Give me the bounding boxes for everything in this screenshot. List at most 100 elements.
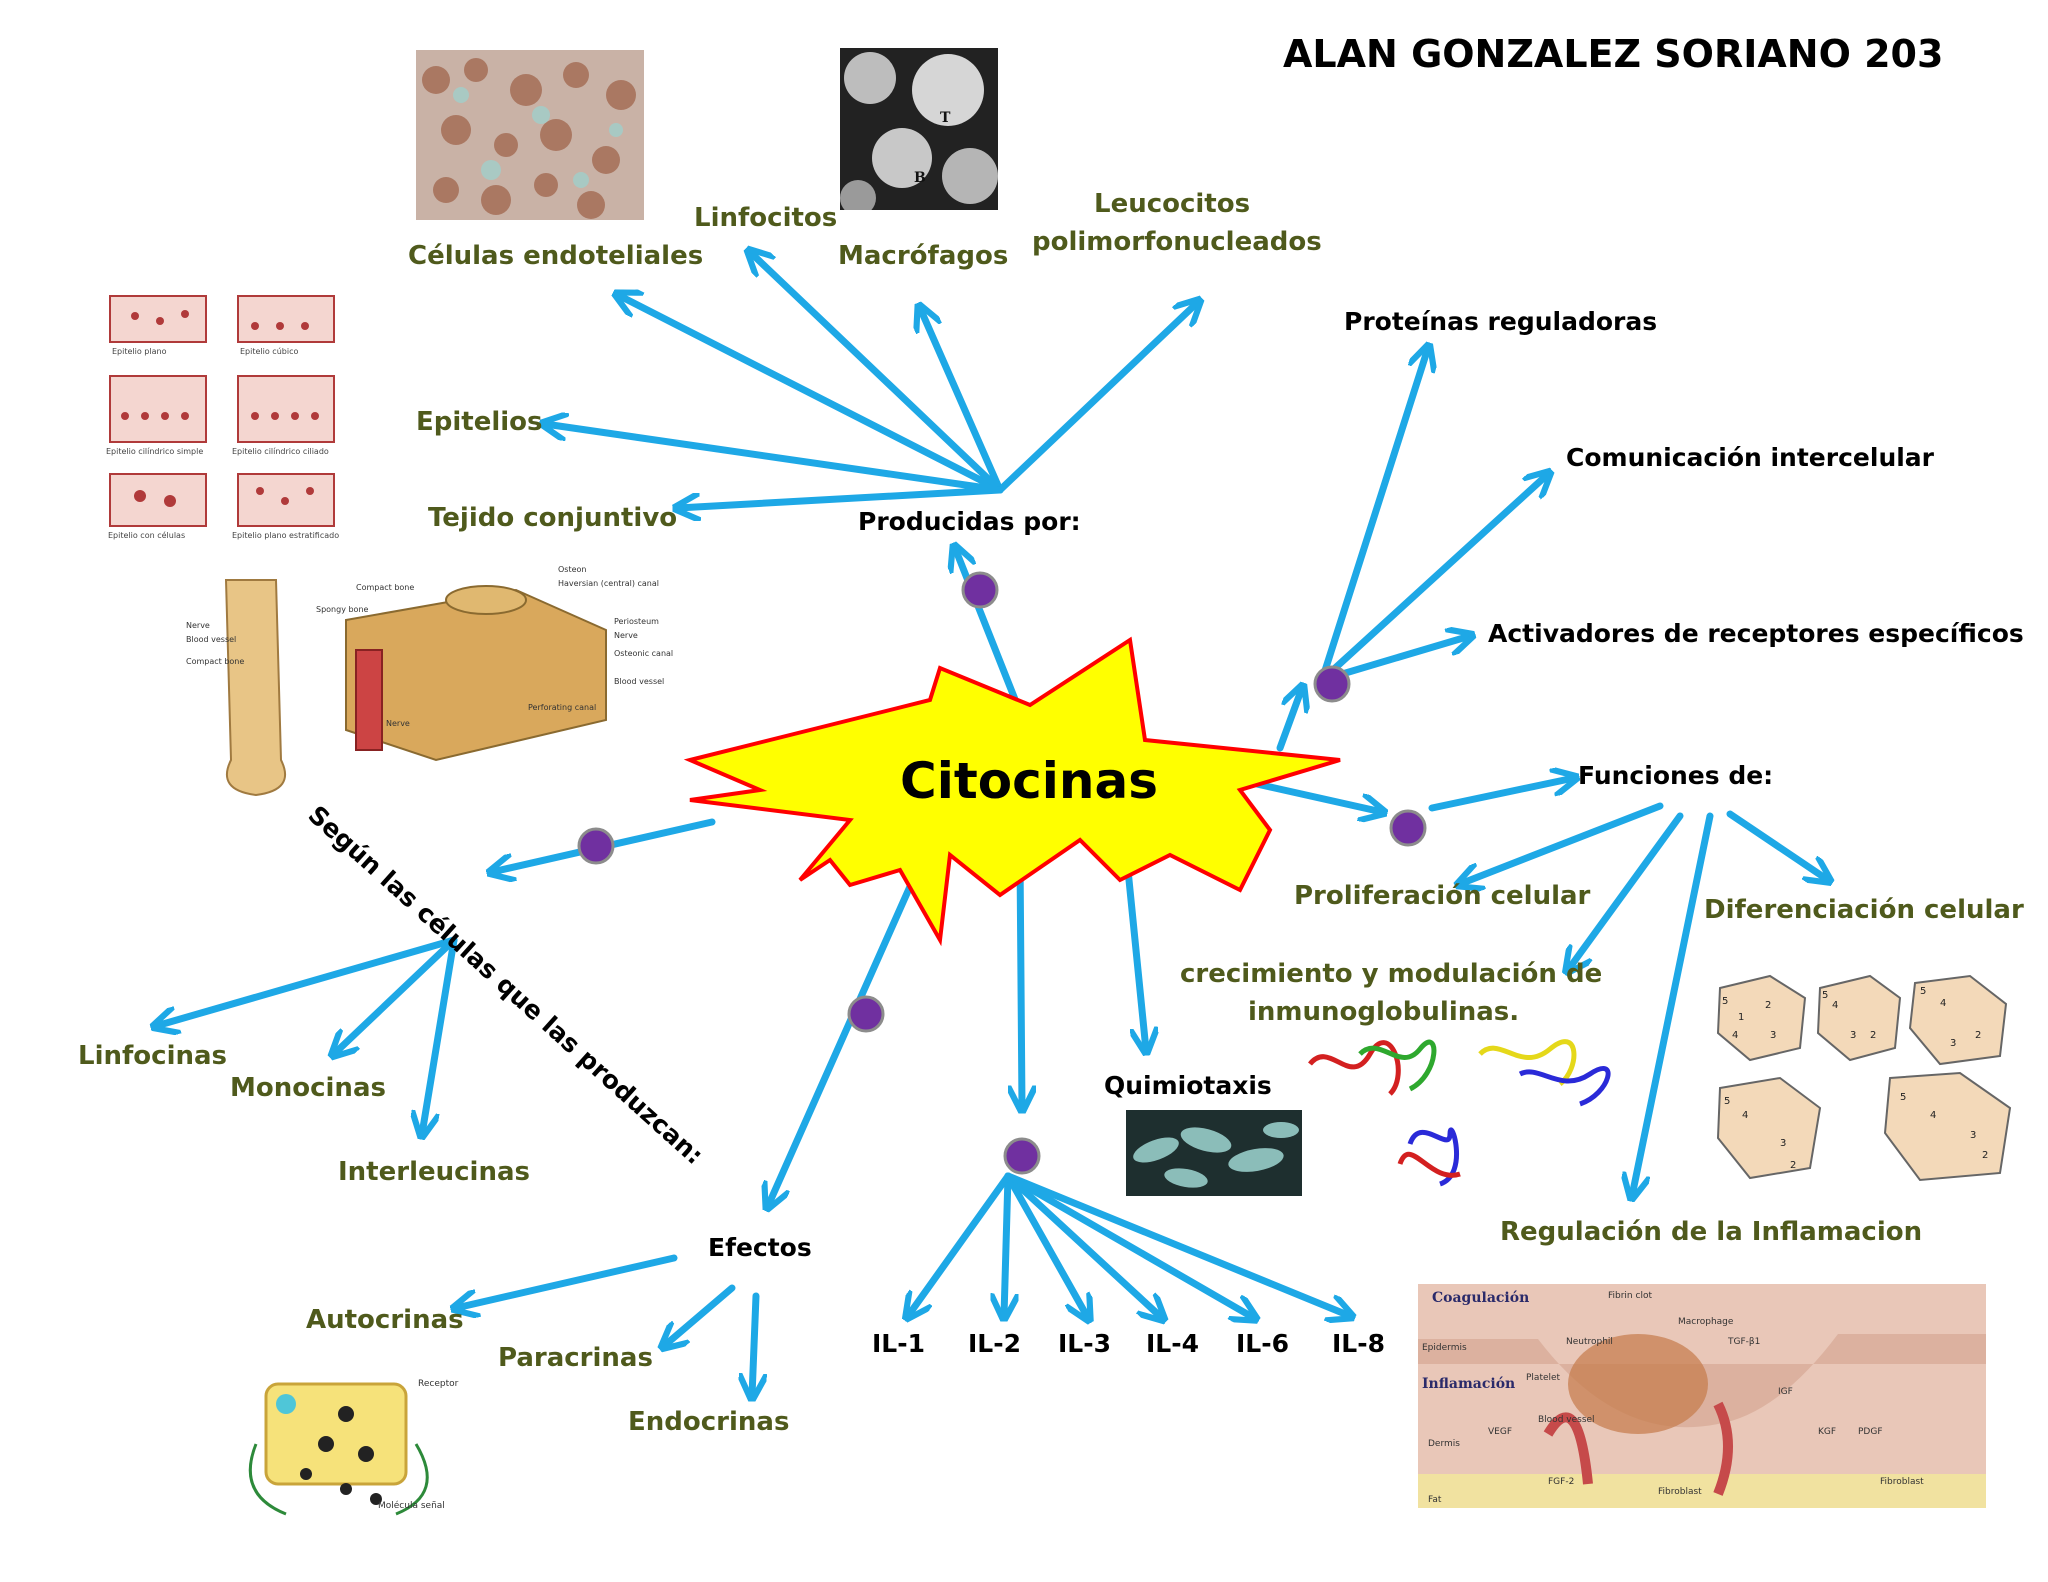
label-autocrinas: Autocrinas — [306, 1305, 464, 1335]
fat-label: Fat — [1428, 1495, 1442, 1505]
endothelial-tissue-image — [416, 50, 644, 220]
compact-bone-left-label: Compact bone — [186, 657, 244, 666]
node-dot-funciones — [1389, 809, 1427, 847]
arrow-producidas-endoteliales — [618, 295, 1004, 494]
arrow-center-to-funciones-node — [1244, 778, 1382, 812]
svg-text:4: 4 — [1732, 1030, 1738, 1041]
arrow-center-to-producidas — [955, 548, 1024, 716]
label-epitelios: Epitelios — [416, 407, 543, 437]
producidas-heading: Producidas por: — [858, 507, 1081, 536]
arrow-node-to-funciones — [1428, 778, 1574, 812]
periosteum-label: Periosteum — [614, 617, 659, 626]
svg-text:2: 2 — [1765, 1000, 1771, 1011]
dermis-label: Dermis — [1428, 1439, 1460, 1449]
label-il-3: IL-3 — [1058, 1329, 1112, 1358]
coagulacion-label: Coagulación — [1432, 1290, 1529, 1306]
svg-text:4: 4 — [1742, 1110, 1748, 1121]
arrow-funciones-proliferacion — [1460, 802, 1664, 884]
epidermis-label: Epidermis — [1422, 1343, 1467, 1353]
immunoglobulin-protein-image — [1308, 1039, 1611, 1187]
label-linfocitos: Linfocitos — [694, 203, 838, 233]
label-tejido-conjuntivo: Tejido conjuntivo — [428, 503, 678, 533]
svg-text:5: 5 — [1722, 996, 1728, 1007]
svg-text:3: 3 — [1770, 1030, 1776, 1041]
bone-structure-image: Compact bone Spongy bone Nerve Blood ves… — [186, 565, 673, 797]
arrow-producidas-leucocitos — [996, 302, 1198, 494]
svg-text:5: 5 — [1822, 990, 1828, 1001]
signal-molecule-label: Molécula señal — [378, 1500, 445, 1511]
arrow-il-node-1 — [908, 1172, 1012, 1316]
arrow-producidas-macrofagos — [920, 308, 1004, 494]
label-il-1: IL-1 — [872, 1329, 926, 1358]
blood-vessel-left-label: Blood vessel — [186, 635, 236, 644]
label-il-2: IL-2 — [968, 1329, 1022, 1358]
neutrophil-label: Neutrophil — [1566, 1337, 1613, 1347]
label-celulas-endoteliales: Células endoteliales — [408, 241, 704, 271]
arrow-il-node-8 — [1004, 1172, 1350, 1316]
svg-text:3: 3 — [1780, 1138, 1786, 1149]
fgf2-label: FGF-2 — [1548, 1477, 1574, 1487]
svg-text:3: 3 — [1850, 1030, 1856, 1041]
label-interleucinas: Interleucinas — [338, 1157, 530, 1187]
pdgf-label: PDGF — [1858, 1427, 1883, 1437]
label-activadores-receptores: Activadores de receptores específicos — [1488, 619, 2024, 648]
osteon-label: Osteon — [558, 565, 587, 574]
label-proteinas-reguladoras: Proteínas reguladoras — [1344, 307, 1658, 336]
svg-text:5: 5 — [1900, 1092, 1906, 1103]
node-dot-interleukins — [1003, 1137, 1041, 1175]
arrow-il-node-2 — [1004, 1172, 1008, 1316]
arrow-segun-monocinas — [334, 936, 458, 1054]
svg-text:1: 1 — [1738, 1012, 1744, 1023]
nerve-right-label: Nerve — [614, 631, 638, 640]
fibroblast-label: Fibroblast — [1658, 1487, 1702, 1497]
compact-bone-top-label: Compact bone — [356, 583, 414, 592]
epithelia-types-image: Epitelio plano Epitelio cúbico Epitelio … — [106, 295, 339, 540]
arrow-producidas-linfocitos — [750, 252, 1004, 494]
svg-text:4: 4 — [1930, 1110, 1936, 1121]
arrow-segun-interleucinas — [422, 936, 458, 1134]
receptor-signal-image: Receptor Molécula señal — [248, 1379, 459, 1516]
epitelio-con-celulas-label: Epitelio con células — [108, 530, 185, 540]
efectos-heading: Efectos — [708, 1233, 812, 1262]
igf-label: IGF — [1778, 1387, 1793, 1397]
arrow-center-to-right-node — [1276, 688, 1302, 752]
svg-text:2: 2 — [1870, 1030, 1876, 1041]
chemotaxis-bacteria-image — [1126, 1110, 1302, 1196]
svg-text:2: 2 — [1790, 1160, 1796, 1171]
epitelio-cilindrico-simple-label: Epitelio cilíndrico simple — [106, 447, 203, 456]
arrow-funciones-crecimiento — [1568, 812, 1684, 970]
arrow-segun-linfocinas — [156, 936, 458, 1026]
svg-text:3: 3 — [1970, 1130, 1976, 1141]
arrow-producidas-epitelios — [545, 424, 1004, 494]
blood-vessel-right-label: Blood vessel — [614, 677, 664, 686]
haversian-canal-label: Haversian (central) canal — [558, 579, 659, 588]
arrow-right-proteinas — [1318, 348, 1428, 684]
fibrin-clot-label: Fibrin clot — [1608, 1291, 1652, 1301]
platelet-label: Platelet — [1526, 1373, 1561, 1383]
arrow-efectos-autocrinas — [456, 1254, 678, 1308]
node-dot-right — [1313, 665, 1351, 703]
arrow-efectos-endocrinas — [752, 1292, 756, 1396]
vegf-label: VEGF — [1488, 1427, 1512, 1437]
central-concept: Citocinas — [900, 752, 1158, 810]
label-macrofagos: Macrófagos — [838, 241, 1009, 271]
arrow-il-node-6 — [1004, 1172, 1254, 1318]
nerve-left-label: Nerve — [186, 621, 210, 630]
perforating-canal-label: Perforating canal — [528, 703, 596, 712]
funciones-heading: Funciones de: — [1578, 761, 1774, 790]
svg-text:4: 4 — [1940, 998, 1946, 1009]
t-cell-label: T — [940, 110, 951, 126]
osteonic-canal-label: Osteonic canal — [614, 649, 673, 658]
label-comunicacion-intercelular: Comunicación intercelular — [1566, 443, 1935, 472]
arrow-center-to-efectos — [768, 860, 924, 1206]
author-title: ALAN GONZALEZ SORIANO 203 — [1283, 32, 1944, 76]
nerve-bottom-label: Nerve — [386, 719, 410, 728]
inflamacion-label: Inflamación — [1422, 1376, 1515, 1392]
citocinas-starburst — [683, 636, 1341, 947]
inflammation-diagram-image: Coagulación Inflamación Epidermis Dermis… — [1418, 1284, 1986, 1508]
epitelio-plano-estratificado-label: Epitelio plano estratificado — [232, 531, 339, 540]
b-cell-label: B — [914, 170, 926, 186]
arrow-il-node-4 — [1004, 1172, 1162, 1318]
